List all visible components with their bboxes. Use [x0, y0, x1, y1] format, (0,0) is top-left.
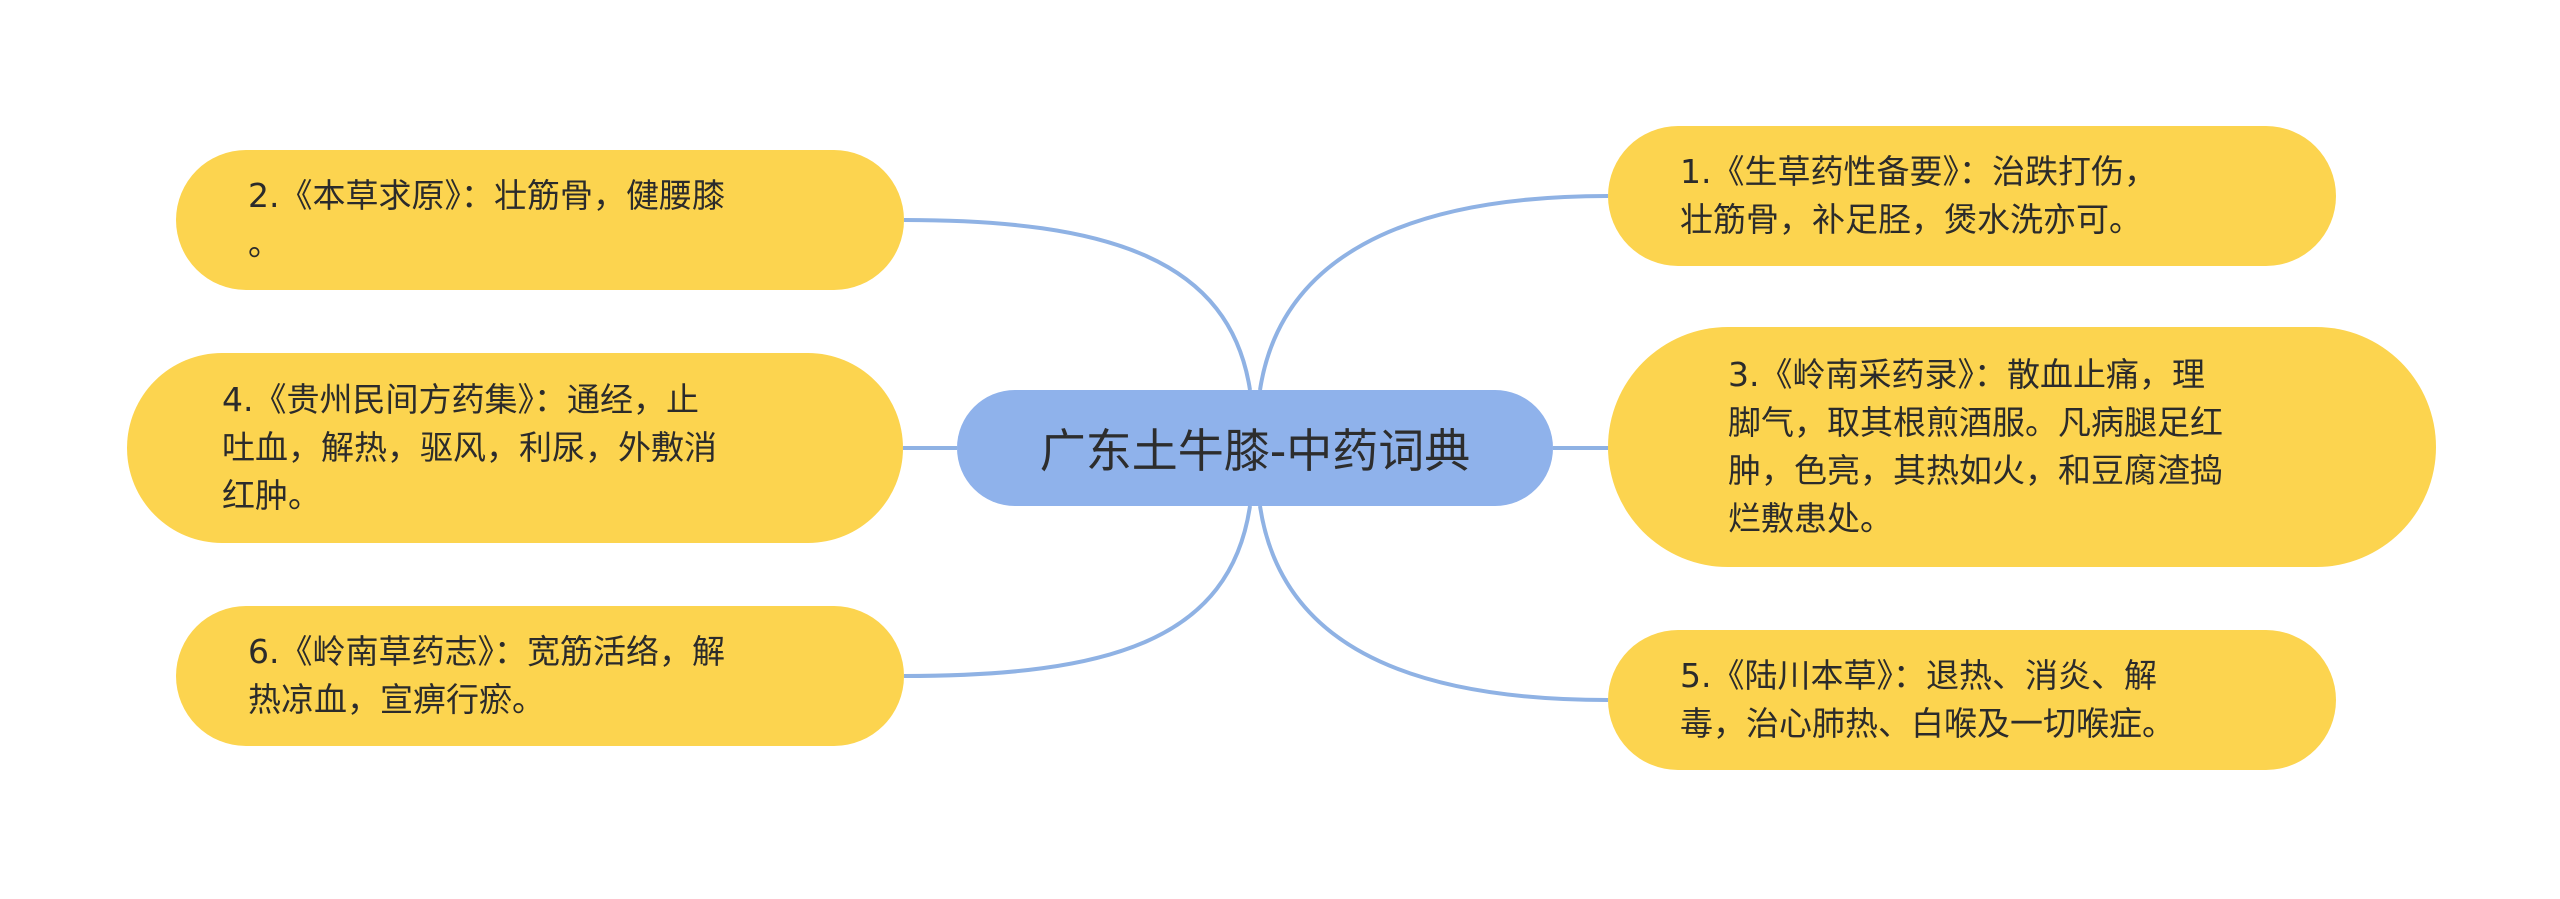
topic-node-2-text: 2.《本草求原》：壮筋骨，健腰膝 。: [248, 176, 725, 263]
connector-to-node-5: [1258, 505, 1609, 702]
topic-node-4-text: 4.《贵州民间方药集》：通经，止 吐血，解热，驱风，利尿，外敷消 红肿。: [222, 380, 717, 515]
topic-node-6[interactable]: 6.《岭南草药志》：宽筋活络，解 热凉血，宣痹行瘀。: [176, 606, 904, 746]
topic-node-3-text: 3.《岭南采药录》：散血止痛，理 脚气，取其根煎酒服。凡病腿足红 肿，色亮，其热…: [1728, 355, 2223, 538]
topic-node-3[interactable]: 3.《岭南采药录》：散血止痛，理 脚气，取其根煎酒服。凡病腿足红 肿，色亮，其热…: [1608, 327, 2436, 567]
connector-to-node-1: [1258, 194, 1609, 391]
central-topic[interactable]: 广东土牛膝-中药词典: [957, 390, 1553, 506]
topic-node-1-text: 1.《生草药性备要》：治跌打伤， 壮筋骨，补足胫，煲水洗亦可。: [1680, 152, 2157, 239]
connector-to-node-6: [903, 505, 1252, 678]
central-topic-label: 广东土牛膝-中药词典: [1039, 424, 1471, 478]
topic-node-6-text: 6.《岭南草药志》：宽筋活络，解 热凉血，宣痹行瘀。: [248, 632, 725, 719]
topic-node-4[interactable]: 4.《贵州民间方药集》：通经，止 吐血，解热，驱风，利尿，外敷消 红肿。: [127, 353, 903, 543]
topic-node-2[interactable]: 2.《本草求原》：壮筋骨，健腰膝 。: [176, 150, 904, 290]
topic-node-5[interactable]: 5.《陆川本草》：退热、消炎、解 毒，治心肺热、白喉及一切喉症。: [1608, 630, 2336, 770]
connector-to-node-2: [903, 218, 1252, 391]
topic-node-5-text: 5.《陆川本草》：退热、消炎、解 毒，治心肺热、白喉及一切喉症。: [1680, 656, 2175, 743]
topic-node-1[interactable]: 1.《生草药性备要》：治跌打伤， 壮筋骨，补足胫，煲水洗亦可。: [1608, 126, 2336, 266]
